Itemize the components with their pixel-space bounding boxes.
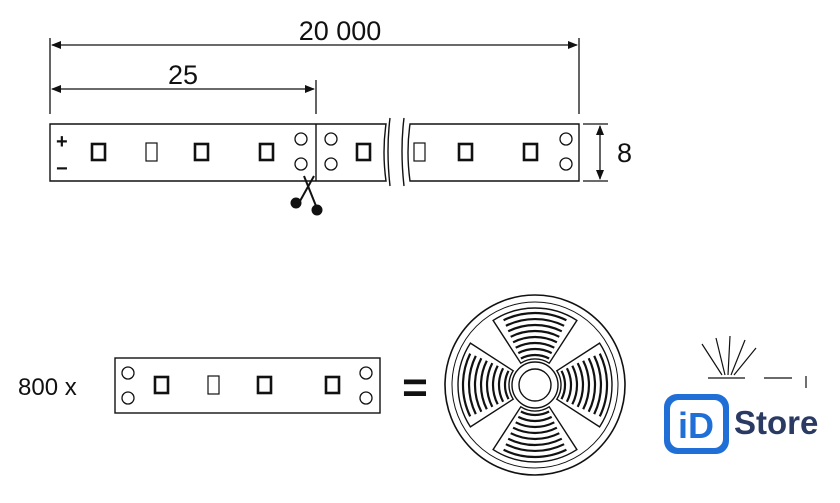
logo-mark: iD [678, 405, 714, 446]
segment-length-label: 25 [168, 60, 198, 90]
led-strip [49, 117, 580, 187]
idstore-logo: iD Store [664, 394, 818, 454]
reel-coil-arc [582, 360, 591, 410]
reel-coil-arc [505, 443, 565, 452]
reel-coil-arc [517, 347, 553, 355]
logo-badge-inner [670, 400, 723, 448]
solder-pad [359, 391, 373, 405]
solder-pad [121, 366, 135, 380]
led-chip-side [207, 375, 220, 395]
reel-coil-arc [565, 367, 573, 403]
reel-coil-arc [491, 365, 499, 405]
reel-coil-arc [473, 357, 483, 413]
reel-coil-arc [520, 353, 550, 360]
strip-body-left [49, 123, 387, 182]
reel-coil-arc [461, 353, 472, 417]
reel-coil-arc [479, 360, 488, 410]
led-chip [324, 375, 341, 395]
solder-pad [559, 157, 573, 171]
total-length-dimension [49, 38, 580, 114]
segment-length-dimension [51, 80, 317, 114]
reel-coil-arc [507, 323, 563, 333]
solder-pad [324, 132, 338, 146]
led-chip [522, 142, 539, 162]
total-length-label: 20 000 [299, 16, 382, 46]
break-mark-2 [401, 117, 405, 187]
reel-coil-arc [587, 357, 597, 413]
reel-coil-arc [503, 448, 567, 459]
led-chips-top [90, 142, 539, 162]
led-chip [355, 142, 372, 162]
width-label: 8 [617, 138, 632, 168]
reel-coil-arc [485, 362, 494, 408]
single-segment [114, 357, 381, 414]
led-chip-side [413, 142, 426, 162]
reel-coil-arc [503, 311, 567, 322]
reel-coil-arc [510, 329, 560, 338]
light-beam-sketch [701, 335, 807, 388]
reel-coil-arc [497, 367, 505, 403]
reel-window [457, 342, 515, 428]
reel-coil-arc [512, 335, 558, 344]
minus-sign: − [56, 158, 68, 180]
solder-pad [294, 132, 308, 146]
led-chip [153, 375, 170, 395]
solder-pad [359, 366, 373, 380]
reel-coil-arc [520, 410, 550, 417]
reel-coil-arc [515, 341, 555, 349]
logo-name: Store [734, 404, 818, 441]
reel-coil-arc [468, 355, 477, 415]
led-chip [90, 142, 107, 162]
equals-sign: = [402, 363, 428, 412]
reel-coil-arc [576, 362, 585, 408]
reel-window [492, 405, 578, 463]
break-mark-1 [387, 117, 391, 187]
reel-coil-arc [507, 437, 563, 447]
reel-coil-arc [503, 370, 510, 400]
reel-coil-arc [571, 365, 579, 405]
reel-coil-arc [598, 353, 609, 417]
segment-count-label: 800 x [18, 374, 77, 401]
solder-pad [121, 391, 135, 405]
led-chip [193, 142, 210, 162]
led-chip [256, 375, 273, 395]
width-dimension [583, 123, 608, 182]
reel-coil-arc [560, 370, 567, 400]
segment-body [114, 357, 381, 414]
led-chip [258, 142, 275, 162]
reel-coil-arc [512, 426, 558, 435]
solder-pad [559, 132, 573, 146]
reel-coil-arc [505, 318, 565, 327]
solder-pad [294, 157, 308, 171]
led-chip-side [145, 142, 158, 162]
reel-window [555, 342, 613, 428]
scissors-icon [290, 175, 323, 216]
plus-sign: + [56, 131, 68, 153]
strip-body-right [407, 123, 580, 182]
solder-pads-top [294, 132, 573, 171]
reel-coil-arc [593, 355, 602, 415]
reel-coil-arc [510, 432, 560, 441]
reel-coil-arc [515, 421, 555, 429]
reel-icon [444, 294, 626, 476]
reel-coil-arc [517, 415, 553, 423]
reel-window [492, 307, 578, 365]
solder-pad [324, 157, 338, 171]
led-chip [457, 142, 474, 162]
